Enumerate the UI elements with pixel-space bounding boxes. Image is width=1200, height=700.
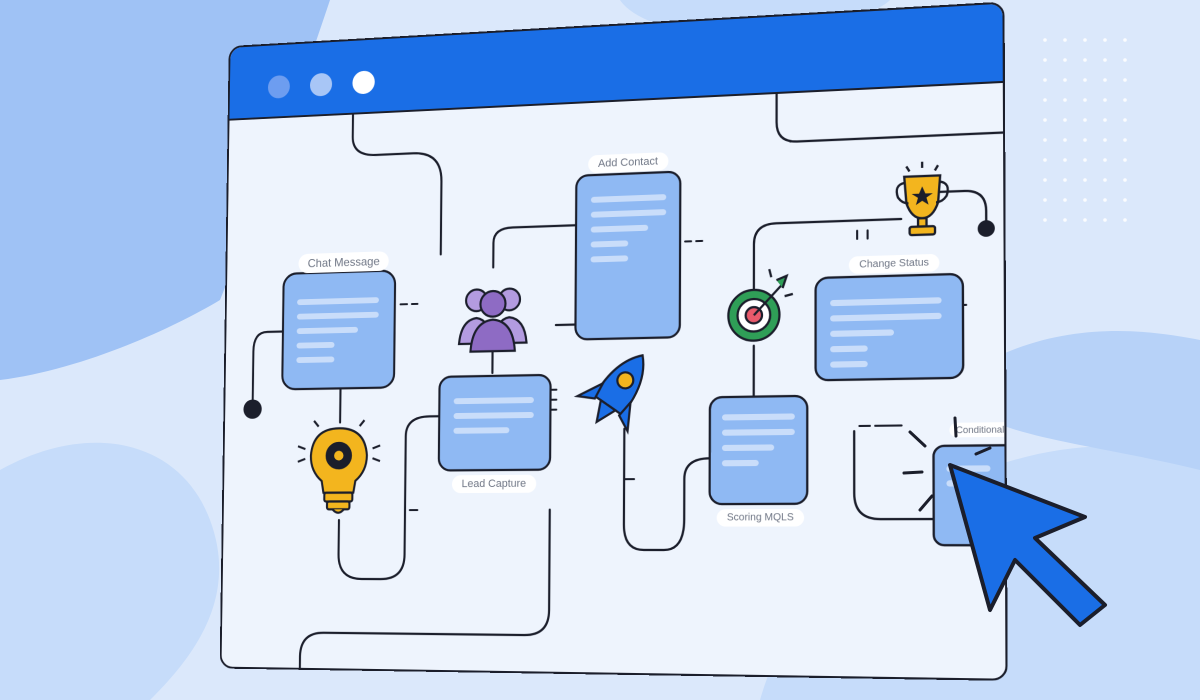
window-dot-2[interactable] (309, 72, 333, 97)
node-scoring-mqls[interactable] (710, 396, 808, 504)
workflow-connectors (243, 81, 1008, 681)
window-frame: Chat Message Add Contact Change Status L… (219, 1, 1008, 681)
target-arrow-icon (728, 268, 793, 341)
label-lead-capture: Lead Capture (451, 474, 536, 494)
label-add-contact: Add Contact (588, 152, 668, 174)
node-lead-capture[interactable] (439, 375, 551, 471)
group-icon (459, 288, 527, 352)
window-dot-1[interactable] (267, 74, 290, 99)
node-chat-message[interactable] (282, 270, 395, 389)
label-chat-message: Chat Message (298, 251, 390, 274)
trophy-icon (897, 161, 948, 236)
connector-endpoint-right (977, 219, 995, 238)
workflow-canvas: Chat Message Add Contact Change Status L… (221, 81, 1008, 681)
browser-window: Chat Message Add Contact Change Status L… (219, 1, 1008, 681)
dot-grid (1043, 38, 1127, 222)
label-change-status: Change Status (848, 253, 940, 274)
connector-endpoint-left (243, 399, 262, 419)
cursor-icon (902, 416, 1107, 627)
node-change-status[interactable] (816, 274, 964, 380)
node-add-contact[interactable] (575, 172, 680, 340)
window-dot-3[interactable] (352, 70, 375, 95)
rocket-icon (572, 338, 668, 439)
lightbulb-gear-icon (297, 420, 380, 513)
label-scoring-mqls: Scoring MQLS (716, 508, 805, 527)
